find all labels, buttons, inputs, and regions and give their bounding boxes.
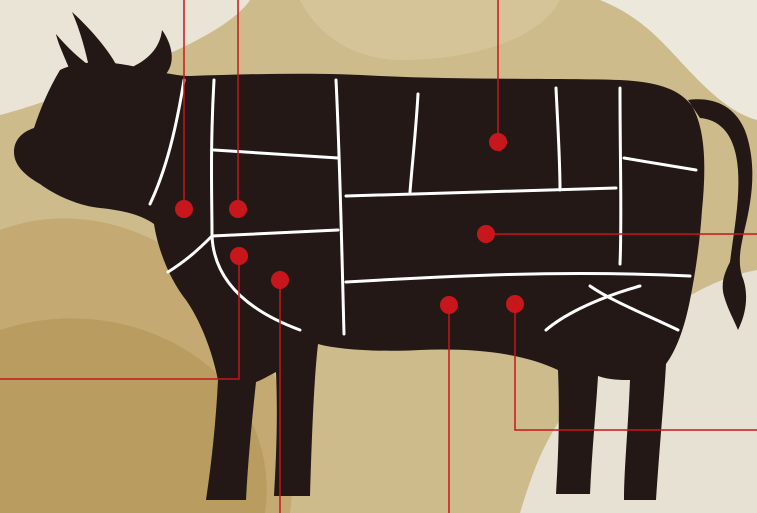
marker-brisket[interactable] [230,247,248,265]
marker-chuck-roll[interactable] [175,200,193,218]
marker-shank[interactable] [271,271,289,289]
marker-flank[interactable] [506,295,524,313]
marker-plate[interactable] [440,296,458,314]
marker-round[interactable] [477,225,495,243]
cut-line-loin-vertical [620,88,621,264]
marker-loin[interactable] [489,133,507,151]
marker-chuck[interactable] [229,200,247,218]
